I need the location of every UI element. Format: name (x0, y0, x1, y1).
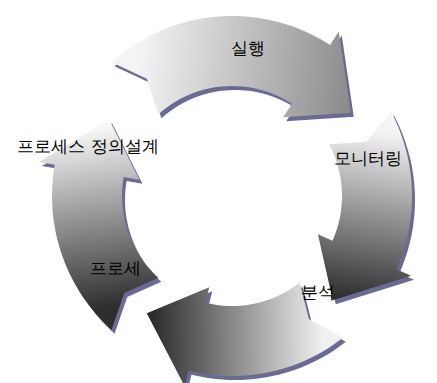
stage-label: 실행 (231, 39, 265, 58)
arrow-shape (315, 109, 418, 307)
stage-label: 프로세 (90, 259, 141, 278)
arrow-body (318, 111, 412, 300)
arrow-shape (109, 14, 357, 124)
stage-label: 모니터링 (334, 149, 402, 168)
arrow-body (112, 16, 351, 117)
stage-label: 프로세스 정의설계 (17, 137, 158, 156)
cycle-arrow: 실행 (109, 14, 357, 124)
cycle-arrow: 분석 (144, 280, 349, 383)
cycle-arrow: 모니터링 (315, 109, 418, 307)
arrow-body (147, 283, 343, 383)
stage-label: 분석 (301, 283, 335, 302)
